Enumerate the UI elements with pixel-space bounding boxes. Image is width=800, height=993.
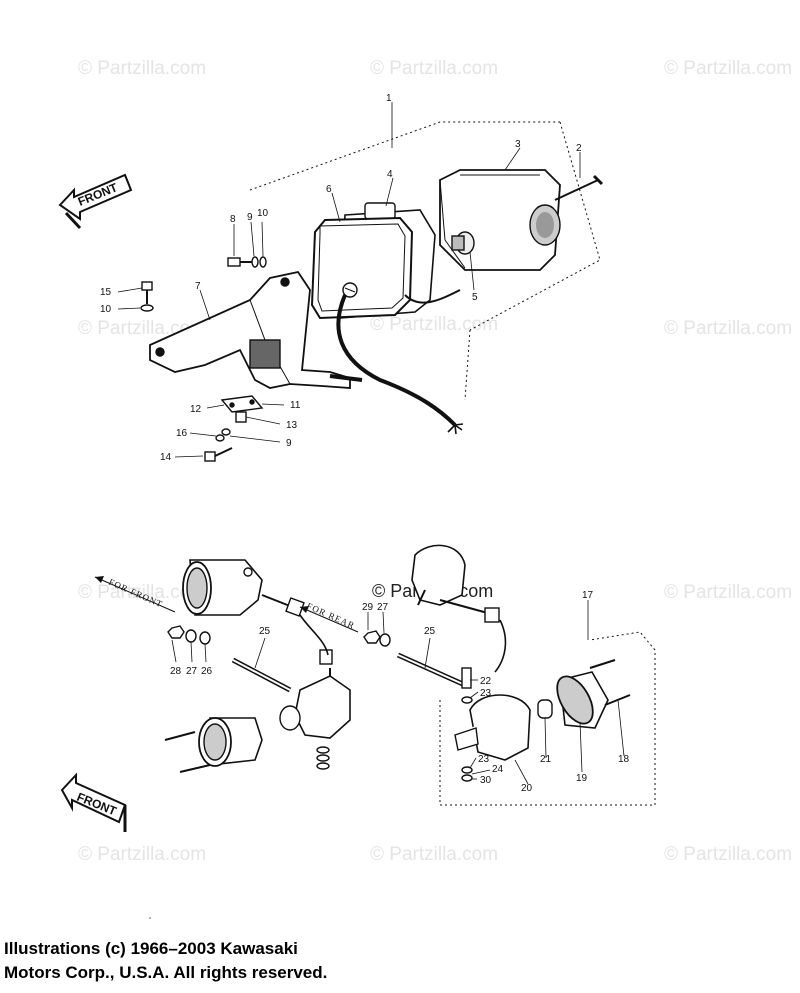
copyright-line-2: Motors Corp., U.S.A. All rights reserved… (4, 963, 328, 982)
callout-25: 25 (259, 626, 271, 637)
callout-6: 6 (326, 184, 332, 195)
callout-4: 4 (387, 169, 393, 180)
watermark: © Partzilla.com (78, 58, 206, 79)
callout-15: 15 (100, 287, 112, 298)
speck (149, 917, 151, 919)
copyright-notice: Illustrations (c) 1966–2003 Kawasaki Mot… (4, 937, 327, 985)
callout-20: 20 (521, 783, 533, 794)
watermark: © Partzilla.com (78, 844, 206, 865)
callout-23: 23 (478, 754, 490, 765)
callout-17: 17 (582, 590, 594, 601)
watermark: © Partzilla.com (370, 844, 498, 865)
callout-5: 5 (472, 292, 478, 303)
turn-signal-assembly (164, 544, 656, 806)
watermark: © Partzilla.com (370, 314, 498, 335)
callout-23: 23 (480, 688, 492, 699)
callout-29: 29 (362, 602, 374, 613)
callout-27: 27 (186, 666, 198, 677)
callout-16: 16 (176, 428, 188, 439)
lens-body (310, 216, 414, 320)
front-arrow-bottom: FRONT (60, 772, 127, 832)
callout-25: 25 (424, 626, 436, 637)
callout-28: 28 (170, 666, 182, 677)
callout-7: 7 (195, 281, 201, 292)
leader-lines-top (117, 102, 581, 458)
watermark: © Partzilla.com (664, 318, 792, 339)
callout-3: 3 (515, 139, 521, 150)
callout-21: 21 (540, 754, 552, 765)
callout-26: 26 (201, 666, 213, 677)
watermark: © Partzilla.com (664, 58, 792, 79)
watermark: © Partzilla.com (370, 58, 498, 79)
reflector (249, 339, 281, 369)
for-rear-arrow: FOR REAR (299, 601, 359, 633)
callout-24: 24 (492, 764, 504, 775)
fastener-group-upper (227, 256, 267, 268)
callout-14: 14 (160, 452, 172, 463)
leader-lines-bottom (171, 600, 625, 785)
for-rear-label: FOR REAR (305, 601, 356, 631)
callout-9: 9 (286, 438, 292, 449)
rear-signal-lens (556, 675, 594, 725)
watermark-layer: © Partzilla.com © Partzilla.com © Partzi… (78, 58, 792, 865)
callout-10: 10 (100, 304, 112, 315)
watermark: © Partzilla.com (664, 844, 792, 865)
callout-8: 8 (230, 214, 236, 225)
copyright-line-1: Illustrations (c) 1966–2003 Kawasaki (4, 939, 298, 958)
callout-19: 19 (576, 773, 588, 784)
callout-12: 12 (190, 404, 202, 415)
callout-9: 9 (247, 212, 253, 223)
callout-11: 11 (290, 400, 301, 411)
fastener-group-left (140, 281, 154, 312)
watermark: © Partzilla.com (78, 582, 206, 603)
callout-10: 10 (257, 208, 269, 219)
mounting-bracket (149, 270, 351, 389)
callout-18: 18 (618, 754, 630, 765)
callout-22: 22 (480, 676, 492, 687)
tail-lamp-assembly (117, 102, 604, 462)
callout-30: 30 (480, 775, 492, 786)
callout-1: 1 (386, 93, 392, 104)
callout-27: 27 (377, 602, 389, 613)
callout-numbers: 1 2 3 4 5 6 7 8 9 10 15 10 12 11 13 16 9… (100, 93, 630, 794)
callout-2: 2 (576, 143, 582, 154)
screw (554, 179, 599, 201)
wire-harness (336, 294, 457, 427)
license-plate-fastener (204, 395, 264, 462)
front-arrow-top: FRONT (58, 173, 133, 230)
callout-13: 13 (286, 420, 298, 431)
watermark: © Partzilla.com (664, 582, 792, 603)
